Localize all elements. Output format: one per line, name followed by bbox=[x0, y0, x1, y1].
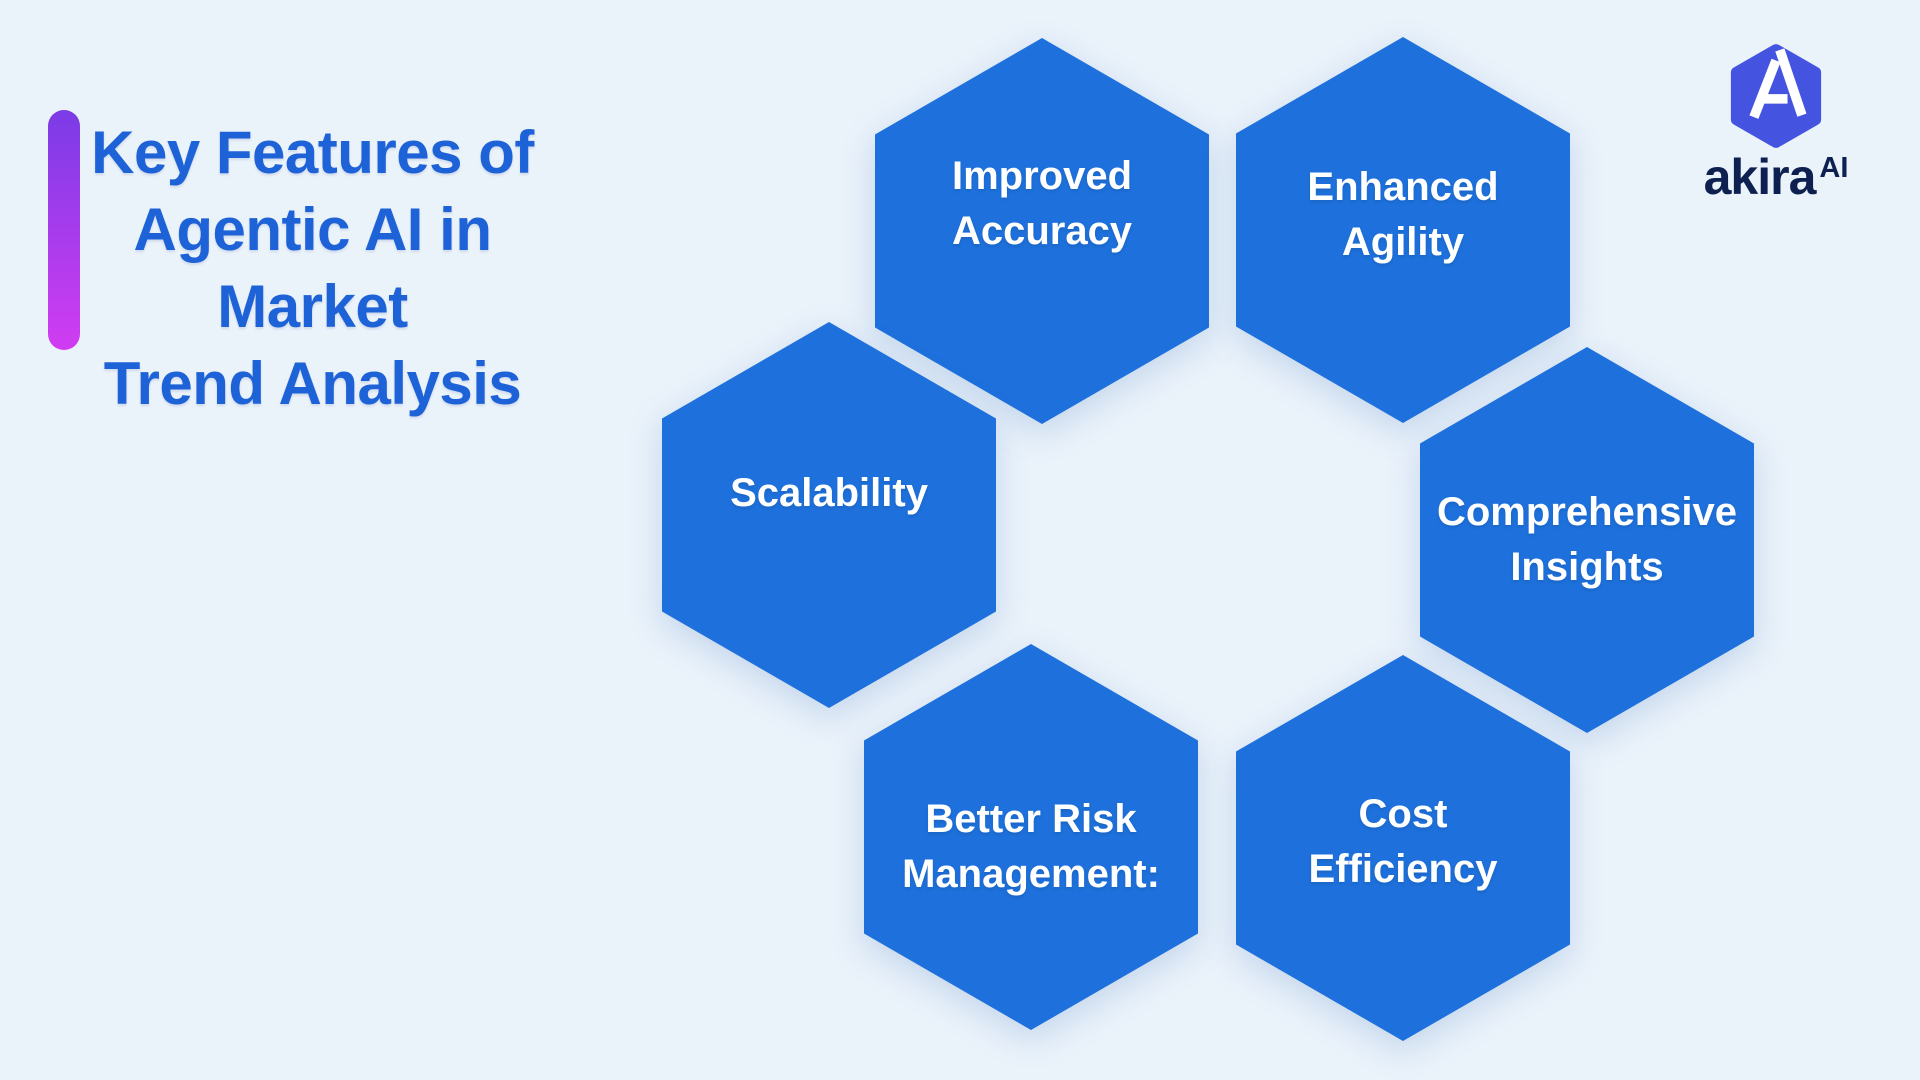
hexagon-label-line: Scalability bbox=[730, 470, 928, 515]
hexagon-shape: Better Risk Management: bbox=[864, 644, 1198, 1030]
hexagon-label-line: Comprehensive bbox=[1436, 490, 1738, 534]
hexagon-label: Improved Accuracy bbox=[952, 149, 1132, 259]
page-title-line-2: Agentic AI in Market bbox=[133, 196, 492, 340]
hexagon-label: Comprehensive Insights bbox=[1437, 485, 1737, 595]
hexagon-label-line: Cost bbox=[1358, 792, 1448, 836]
hexagon-shape: Cost Efficiency bbox=[1236, 655, 1570, 1041]
hexagon-label: Cost Efficiency bbox=[1309, 787, 1498, 897]
page-title: Key Features of Agentic AI in Market Tre… bbox=[60, 114, 565, 422]
title-accent-bar bbox=[48, 110, 80, 350]
hexagon-better-risk-management: Better Risk Management: bbox=[864, 644, 1198, 1030]
hexagon-scalability: Scalability bbox=[662, 322, 996, 708]
akira-logo-hexagon-icon bbox=[1728, 44, 1824, 148]
page-title-line-3: Trend Analysis bbox=[103, 350, 522, 417]
hexagon-label-line: Accuracy bbox=[951, 209, 1133, 253]
hexagon-label-line: Efficiency bbox=[1308, 847, 1498, 891]
hexagon-label-line: Enhanced bbox=[1307, 165, 1499, 209]
hexagon-label-line: Improved bbox=[951, 154, 1133, 198]
hexagon-label-line: Management: bbox=[902, 852, 1160, 896]
hexagon-label: Better Risk Management: bbox=[902, 792, 1160, 902]
page-title-line-1: Key Features of bbox=[91, 119, 534, 186]
hexagon-label-line: Insights bbox=[1510, 545, 1664, 589]
hexagon-label: Scalability bbox=[730, 466, 928, 521]
hexagon-cost-efficiency: Cost Efficiency bbox=[1236, 655, 1570, 1041]
hexagon-label: Enhanced Agility bbox=[1307, 160, 1498, 270]
hexagon-label-line: Agility bbox=[1341, 220, 1465, 264]
hexagon-comprehensive-insights: Comprehensive Insights bbox=[1420, 347, 1754, 733]
hexagon-enhanced-agility: Enhanced Agility bbox=[1236, 37, 1570, 423]
akira-logo-brand-text: akira bbox=[1703, 149, 1817, 205]
hexagon-label-line: Better Risk bbox=[925, 797, 1137, 841]
akira-logo-superscript: AI bbox=[1819, 152, 1849, 184]
hexagon-improved-accuracy: Improved Accuracy bbox=[875, 38, 1209, 424]
